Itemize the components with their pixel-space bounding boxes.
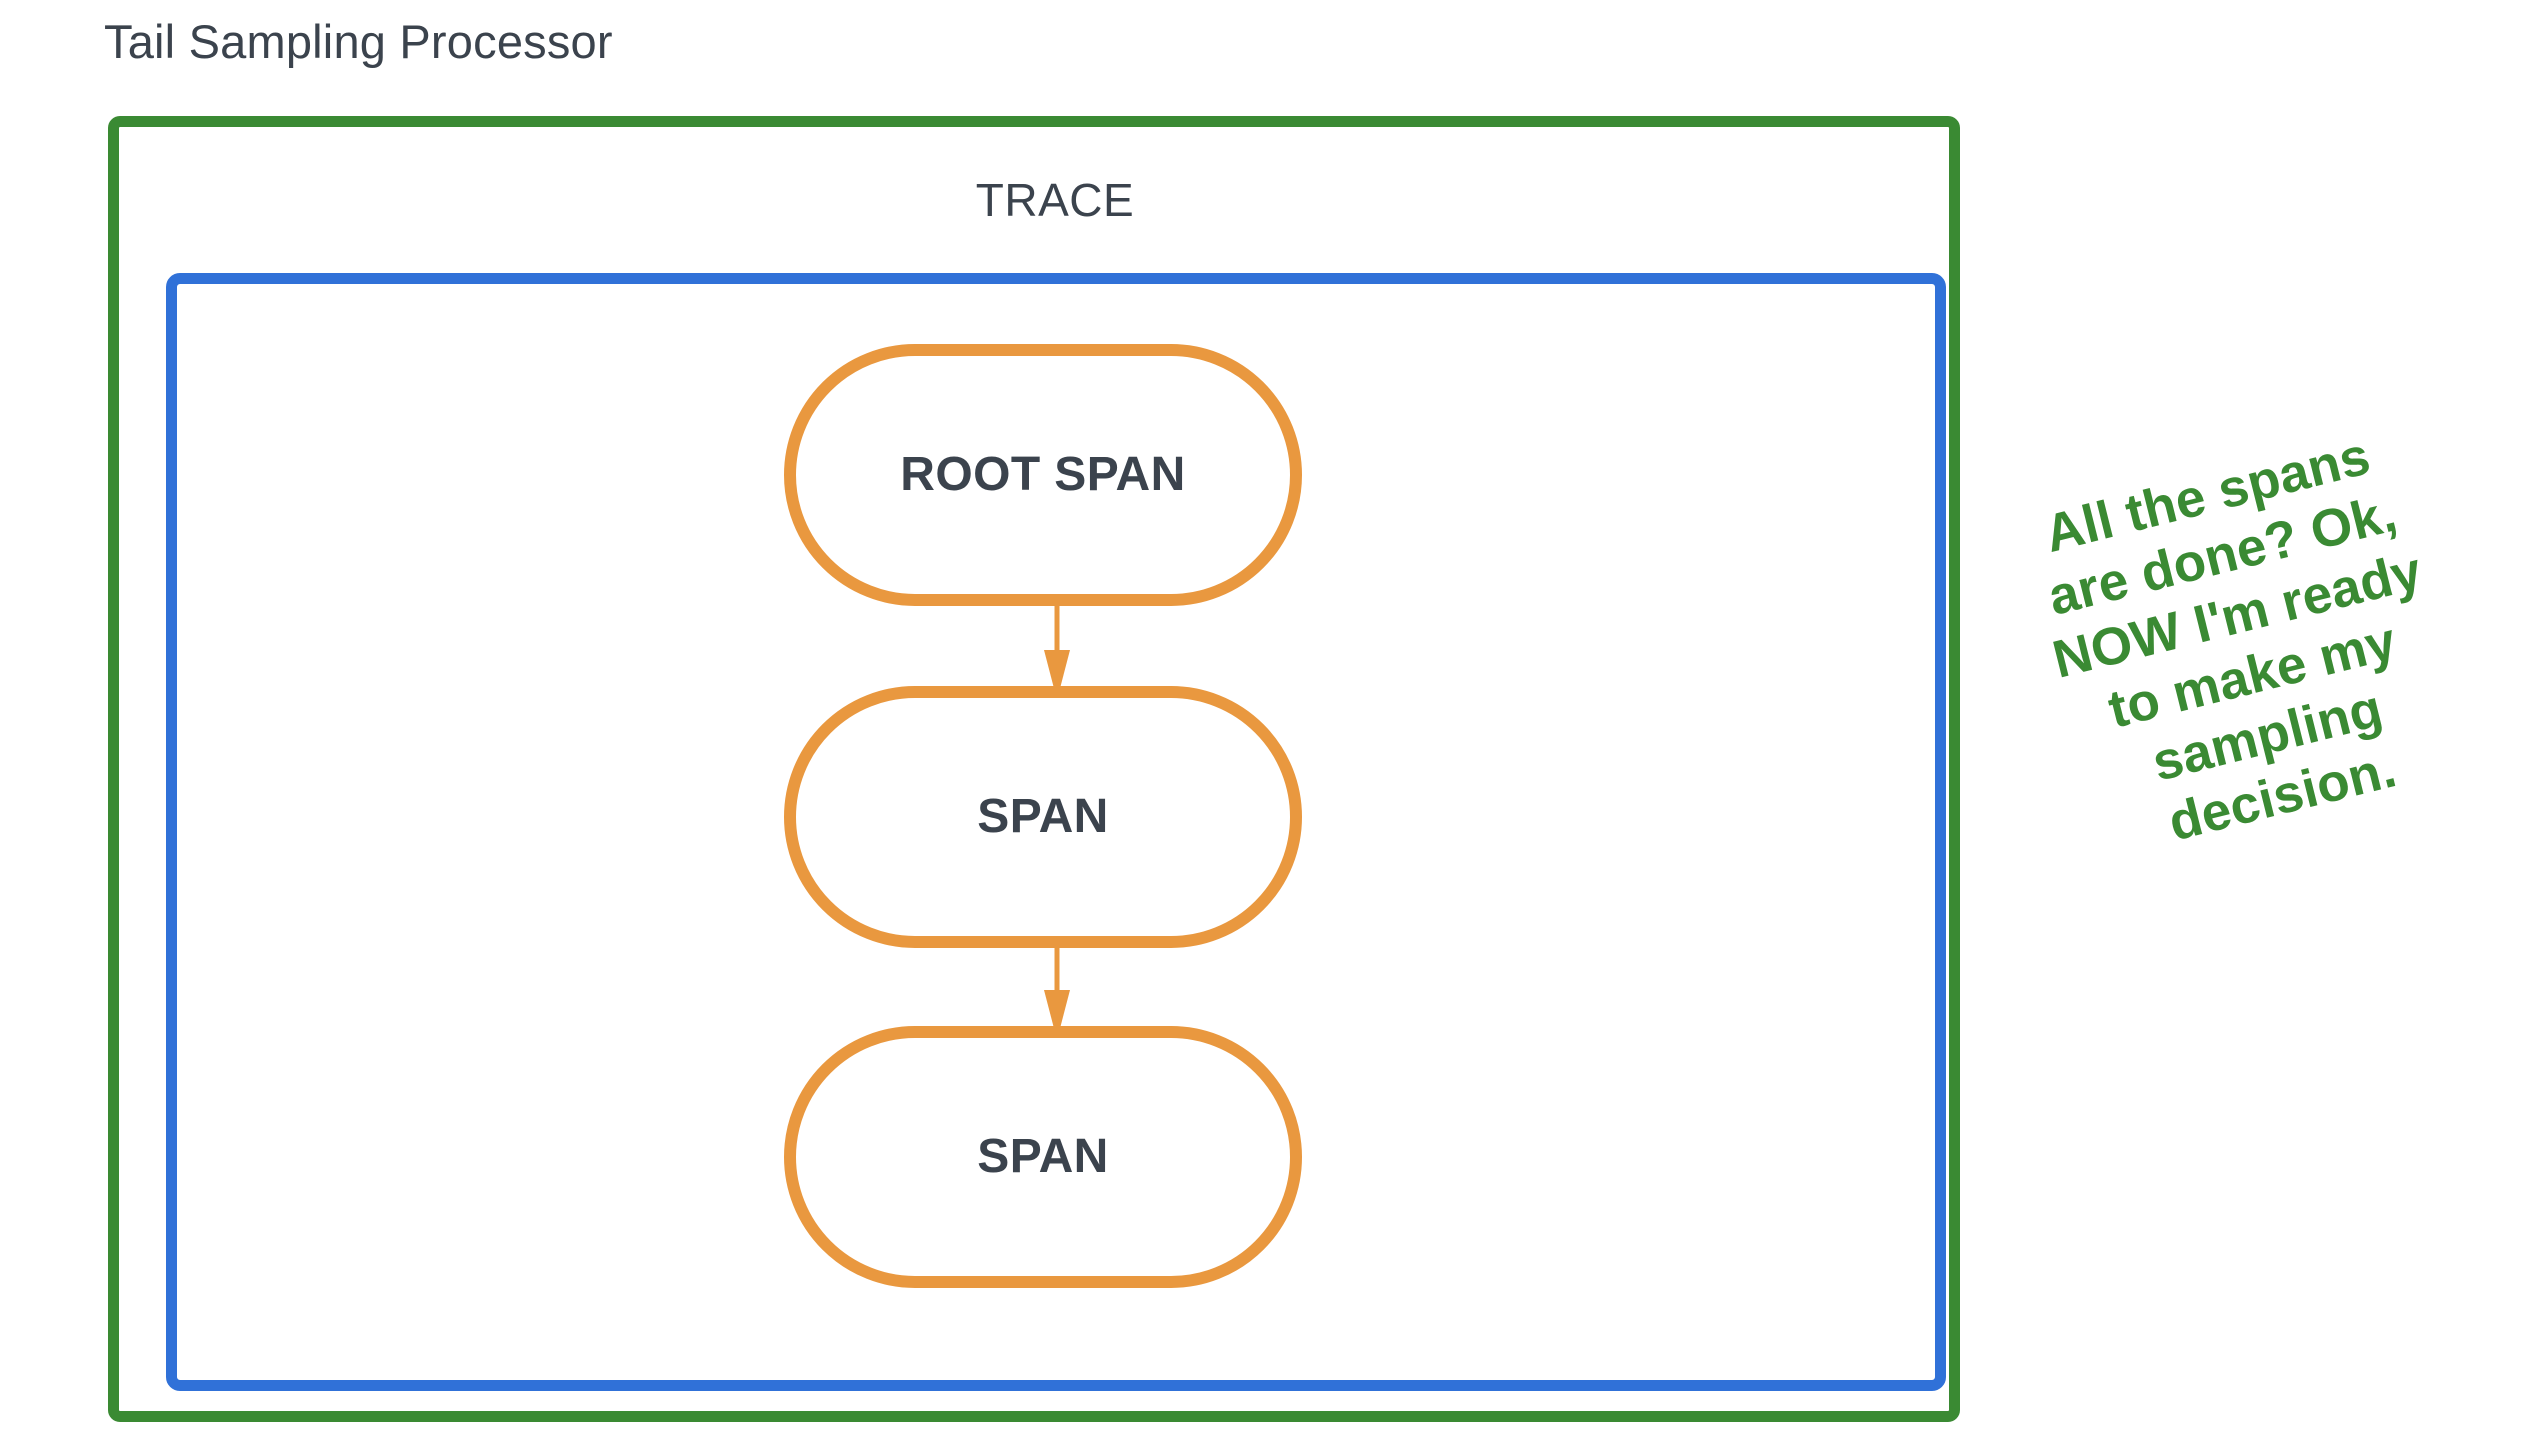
span-node-label: ROOT SPAN — [900, 448, 1186, 501]
span-node-label: SPAN — [977, 790, 1109, 843]
arrow-down-icon — [1044, 602, 1070, 700]
span-stack: ROOT SPAN SPAN SPAN — [784, 344, 1302, 1288]
page-title: Tail Sampling Processor — [104, 15, 613, 68]
sampling-decision-annotation: All the spans are done? Ok, NOW I'm read… — [1972, 409, 2518, 884]
connector-arrow-root-to-span1 — [1037, 602, 1077, 702]
connector-arrow-span1-to-span2 — [1037, 942, 1077, 1042]
trace-label: TRACE — [975, 174, 1135, 226]
arrow-down-icon — [1044, 942, 1070, 1040]
span-node-child-2[interactable]: SPAN — [784, 1026, 1302, 1288]
span-node-root[interactable]: ROOT SPAN — [784, 344, 1302, 606]
span-node-child-1[interactable]: SPAN — [784, 686, 1302, 948]
span-node-label: SPAN — [977, 1130, 1109, 1183]
